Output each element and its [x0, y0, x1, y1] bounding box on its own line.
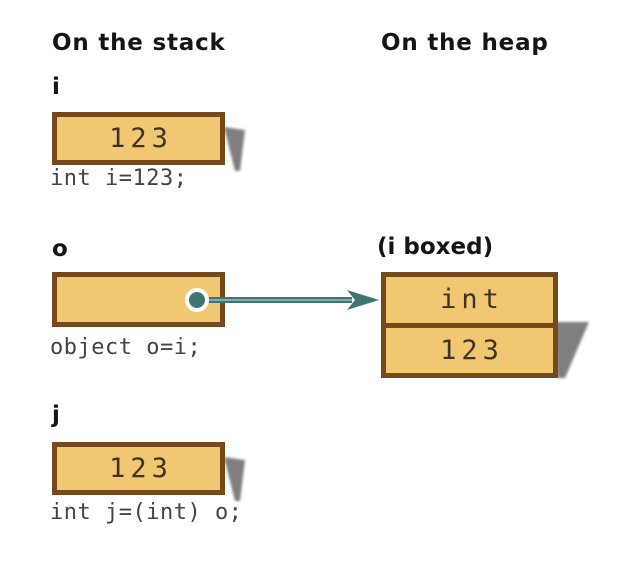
pointer-origin-dot-icon [185, 288, 209, 312]
var-caption-i: int i=123; [50, 166, 188, 191]
heap-row-type-value: int [440, 284, 504, 316]
var-caption-j: int j=(int) o; [50, 500, 243, 525]
heap-box-divider [386, 322, 553, 328]
var-box-i-shadow [224, 127, 245, 171]
heap-row-value-value: 123 [440, 334, 504, 366]
pointer-arrowhead-icon [347, 290, 379, 310]
var-box-j-value: 123 [109, 453, 173, 484]
var-box-j-shadow [224, 457, 245, 501]
heap-box-shadow [556, 322, 589, 378]
var-label-i: i [52, 74, 60, 100]
var-box-i: 123 [52, 112, 225, 165]
var-label-j: j [52, 402, 60, 428]
heap-object-label: (i boxed) [377, 234, 494, 260]
heap-row-value: 123 [386, 328, 553, 374]
var-caption-o: object o=i; [50, 335, 202, 360]
var-box-i-value: 123 [109, 123, 173, 154]
var-box-j: 123 [52, 442, 225, 495]
stack-heading: On the stack [52, 30, 226, 56]
heap-object-box: int 123 [381, 272, 558, 378]
heap-heading: On the heap [381, 30, 549, 56]
var-label-o: o [52, 236, 68, 262]
pointer-line [202, 297, 352, 303]
heap-row-type: int [386, 277, 553, 323]
